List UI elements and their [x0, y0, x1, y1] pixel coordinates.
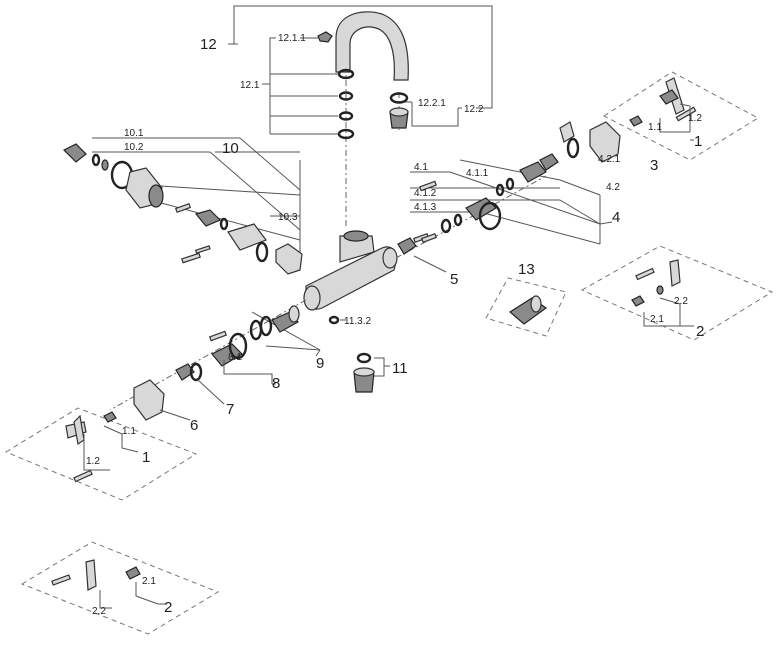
- part-group-2-right: 2.2 2.1 2: [580, 245, 774, 341]
- label-2-2-bottom: 2.2: [92, 606, 106, 617]
- part-group-10: 10.1 10.2 10 10.3: [62, 128, 303, 275]
- label-3: 3: [650, 157, 658, 174]
- label-2-2-right: 2.2: [674, 296, 688, 307]
- label-7: 7: [226, 401, 234, 418]
- label-12-1-1: 12.1.1: [278, 33, 306, 44]
- screw: [125, 566, 141, 580]
- label-11: 11: [392, 360, 408, 377]
- wrench: [181, 252, 201, 264]
- label-10-3: 10.3: [278, 212, 298, 223]
- o-ring: [440, 218, 452, 234]
- seal: [101, 159, 109, 171]
- label-10-1: 10.1: [124, 128, 144, 139]
- label-1-2-left: 1.2: [86, 456, 100, 467]
- adjusting-nut: [539, 153, 559, 171]
- sleeve: [227, 223, 267, 251]
- spout-ring: [338, 91, 354, 101]
- part-group-2-bottom: 2.1 2.2 2: [20, 541, 220, 635]
- nut-7: [175, 363, 195, 381]
- label-1-2-right: 1.2: [688, 113, 702, 124]
- escutcheon: [275, 243, 303, 275]
- handle-6: [133, 379, 165, 421]
- hex-key: [174, 202, 192, 214]
- spout-ring: [337, 68, 355, 80]
- o-ring: [91, 153, 101, 167]
- label-4: 4: [612, 209, 620, 226]
- screw: [103, 411, 117, 423]
- part-5: 5: [397, 232, 458, 288]
- spout-cap: [317, 31, 333, 43]
- label-2-right: 2: [696, 323, 704, 340]
- lever: [669, 259, 681, 287]
- handle-clip: [559, 121, 575, 143]
- label-2-1-right: 2.1: [650, 314, 664, 325]
- handle-3: [589, 121, 621, 163]
- label-2-bottom: 2: [164, 599, 172, 616]
- label-12-1: 12.1: [240, 80, 260, 91]
- label-1-1-right: 1.1: [648, 122, 662, 133]
- label-1-right: 1: [694, 133, 702, 150]
- part-group-1-left: 1.1 1.2 1: [4, 407, 198, 501]
- label-1-1-left: 1.1: [122, 426, 136, 437]
- label-1-left: 1: [142, 449, 150, 466]
- label-13: 13: [518, 261, 535, 278]
- o-ring: [255, 241, 269, 263]
- screw: [629, 115, 643, 127]
- label-12-2: 12.2: [464, 104, 484, 115]
- label-9: 9: [316, 355, 324, 372]
- mixer-body: [109, 175, 547, 411]
- spindle: [519, 161, 547, 183]
- label-4-2-1: 4.2.1: [598, 154, 621, 165]
- label-12: 12: [200, 36, 217, 53]
- spout-ring: [337, 128, 355, 140]
- spout: [335, 11, 409, 81]
- lever: [85, 559, 97, 591]
- label-6: 6: [190, 417, 198, 434]
- label-10-2: 10.2: [124, 142, 144, 153]
- cartridge-8: [211, 343, 243, 367]
- cartridge: [194, 209, 222, 227]
- label-4-1: 4.1: [414, 162, 428, 173]
- label-2-1-bottom: 2.1: [142, 576, 156, 587]
- label-11-3-2: 11.3.2: [344, 316, 371, 327]
- part-group-8-7-6: 8.1 8 7 6: [133, 330, 280, 434]
- screw: [631, 295, 645, 307]
- o-ring: [328, 315, 340, 325]
- label-10: 10: [222, 140, 239, 157]
- label-4-1-1: 4.1.1: [466, 168, 489, 179]
- aerator-ring: [389, 92, 409, 104]
- label-8: 8: [272, 375, 280, 392]
- part-group-9-11: 11.3.2 11 9: [249, 305, 408, 393]
- label-12-2-1: 12.2.1: [418, 98, 446, 109]
- spout-group-12: 12 12.1.1 12.1 12.2.1 12.2: [200, 5, 493, 228]
- label-8-1: 8.1: [228, 352, 242, 363]
- label-5: 5: [450, 271, 458, 288]
- part-group-4: 4.1 4.1.1 4.1.2 4.1.3 4.2.1 4.2 4 3 1.2 …: [410, 71, 760, 245]
- label-4-1-2: 4.1.2: [414, 188, 437, 199]
- label-4-2: 4.2: [606, 182, 620, 193]
- nut-ring: [566, 137, 580, 159]
- spout-ring: [338, 111, 354, 121]
- label-4-1-3: 4.1.3: [414, 202, 437, 213]
- part-13: 13: [485, 261, 567, 337]
- lever-screw: [62, 143, 87, 163]
